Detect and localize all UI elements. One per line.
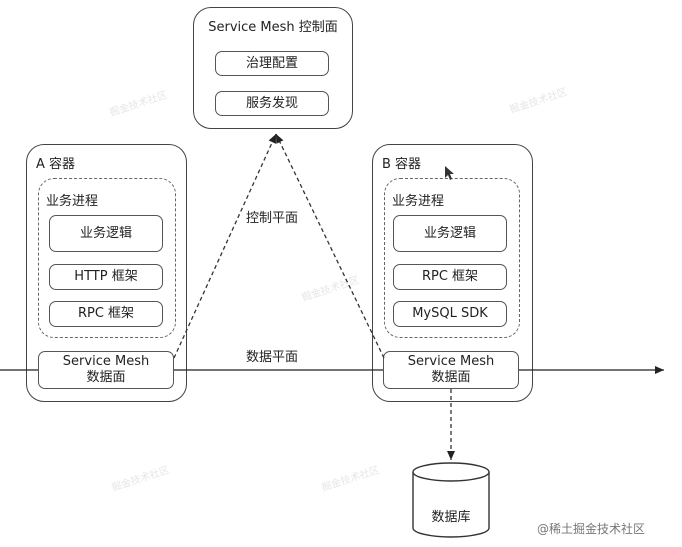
control-link-from-b <box>275 133 385 359</box>
control-plane-title: Service Mesh 控制面 <box>208 20 338 35</box>
container-b-process-title: 业务进程 <box>392 194 445 209</box>
container-b-title: B 容器 <box>382 157 422 172</box>
container-a-business-logic: 业务逻辑 <box>49 215 163 252</box>
container-a-process-box <box>38 178 176 338</box>
cursor-icon <box>445 166 454 180</box>
container-a-title: A 容器 <box>36 157 76 172</box>
container-a-process-title: 业务进程 <box>46 194 99 209</box>
control-link-from-a <box>173 133 277 359</box>
mesh-line2: 数据面 <box>431 370 471 385</box>
container-b-business-logic: 业务逻辑 <box>393 215 507 252</box>
governance-config-item: 治理配置 <box>215 51 329 76</box>
container-b-rpc-framework: RPC 框架 <box>393 264 507 290</box>
container-a-rpc-framework: RPC 框架 <box>49 301 163 327</box>
container-b-process-box <box>384 178 520 338</box>
container-a-http-framework: HTTP 框架 <box>49 264 163 290</box>
container-a-mesh-data-plane: Service Mesh 数据面 <box>38 351 174 389</box>
watermark-text: @稀土掘金技术社区 <box>537 522 646 536</box>
container-b-mesh-data-plane: Service Mesh 数据面 <box>383 351 519 389</box>
mesh-line1: Service Mesh <box>407 354 495 370</box>
database-icon <box>412 462 490 538</box>
service-discovery-item: 服务发现 <box>215 91 329 116</box>
mesh-line2: 数据面 <box>86 370 126 385</box>
container-b-mysql-sdk: MySQL SDK <box>393 301 507 327</box>
mesh-line1: Service Mesh <box>62 354 150 370</box>
database-label: 数据库 <box>431 510 471 525</box>
data-plane-edge-label: 数据平面 <box>246 350 299 365</box>
control-plane-edge-label: 控制平面 <box>246 211 299 226</box>
